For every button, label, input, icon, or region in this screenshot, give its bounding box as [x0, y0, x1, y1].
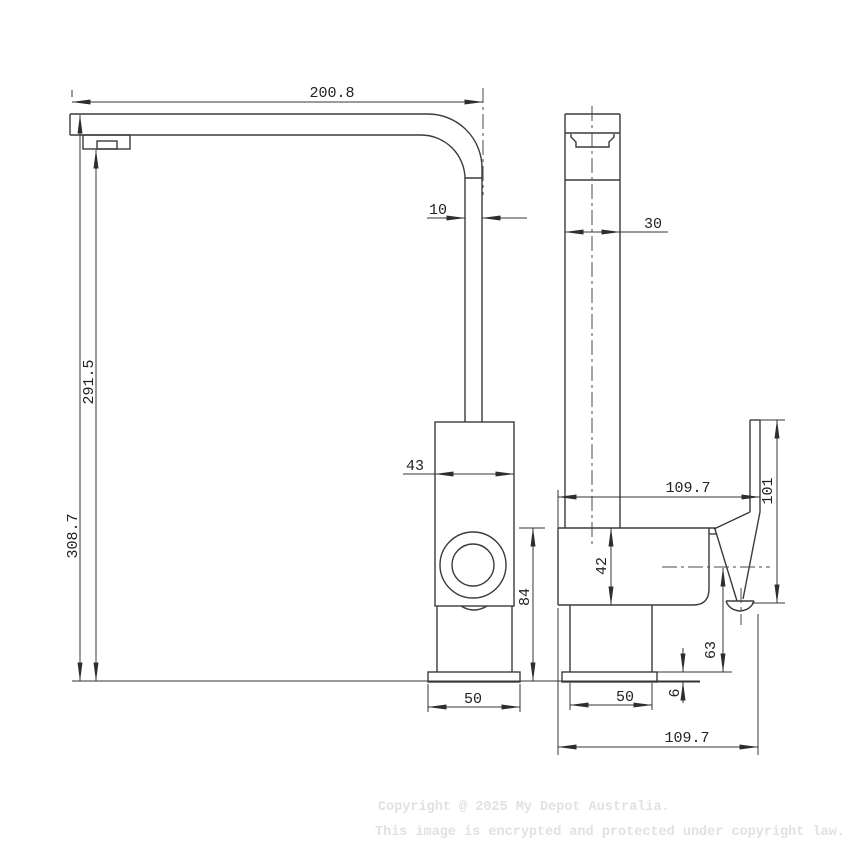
- watermark-line2: This image is encrypted and protected un…: [375, 825, 845, 840]
- cartridge-outer-circle: [439, 531, 507, 599]
- front-view-geometry: [557, 106, 770, 683]
- dim-column-width: 30: [644, 216, 662, 233]
- dim-handle-height: 101: [760, 477, 777, 504]
- dim-base-width-front: 50: [616, 689, 634, 706]
- handle-lower-front-diagonal: [713, 511, 751, 530]
- dim-overall-depth: 109.7: [664, 730, 709, 747]
- dim-top-depth: 109.7: [665, 480, 710, 497]
- handle-foot-arc: [725, 600, 755, 612]
- dim-spout-tube-width: 10: [429, 202, 447, 219]
- spout-outer-edge: [70, 113, 483, 422]
- spout-inner-edge: [70, 134, 466, 422]
- dim-pivot-height: 63: [703, 641, 720, 659]
- front-view-dimensions: 30 109.7 42 101 63 6 50 109.7: [557, 216, 785, 755]
- dim-height-above-deck: 84: [517, 588, 534, 606]
- body-right-edge: [692, 528, 710, 606]
- dim-body-width: 43: [406, 458, 424, 475]
- dim-overall-height: 308.7: [65, 513, 82, 558]
- aerator-housing: [82, 134, 131, 150]
- cartridge-inner-circle: [451, 543, 495, 587]
- body-lip-arc: [460, 605, 488, 611]
- dim-base-width-side: 50: [464, 691, 482, 708]
- dim-outlet-height: 291.5: [81, 359, 98, 404]
- handle-wedge-diagonal: [714, 528, 738, 602]
- faucet-body-side: [434, 421, 515, 607]
- base-plate-side: [427, 671, 521, 683]
- dim-base-plate-thickness: 6: [667, 688, 684, 697]
- dim-spout-reach: 200.8: [309, 85, 354, 102]
- watermark-line1: Copyright @ 2025 My Depot Australia.: [378, 800, 670, 815]
- base-plate-front: [561, 671, 658, 683]
- aerator-outlet: [96, 140, 118, 150]
- watermark: Copyright @ 2025 My Depot Australia. Thi…: [375, 800, 845, 840]
- handle-lower-back-diagonal: [742, 511, 761, 600]
- side-view-geometry: [69, 113, 521, 683]
- side-view-dimensions: 200.8 10 308.7 291.5 43 84 50: [65, 85, 545, 712]
- dim-body-height: 42: [594, 557, 611, 575]
